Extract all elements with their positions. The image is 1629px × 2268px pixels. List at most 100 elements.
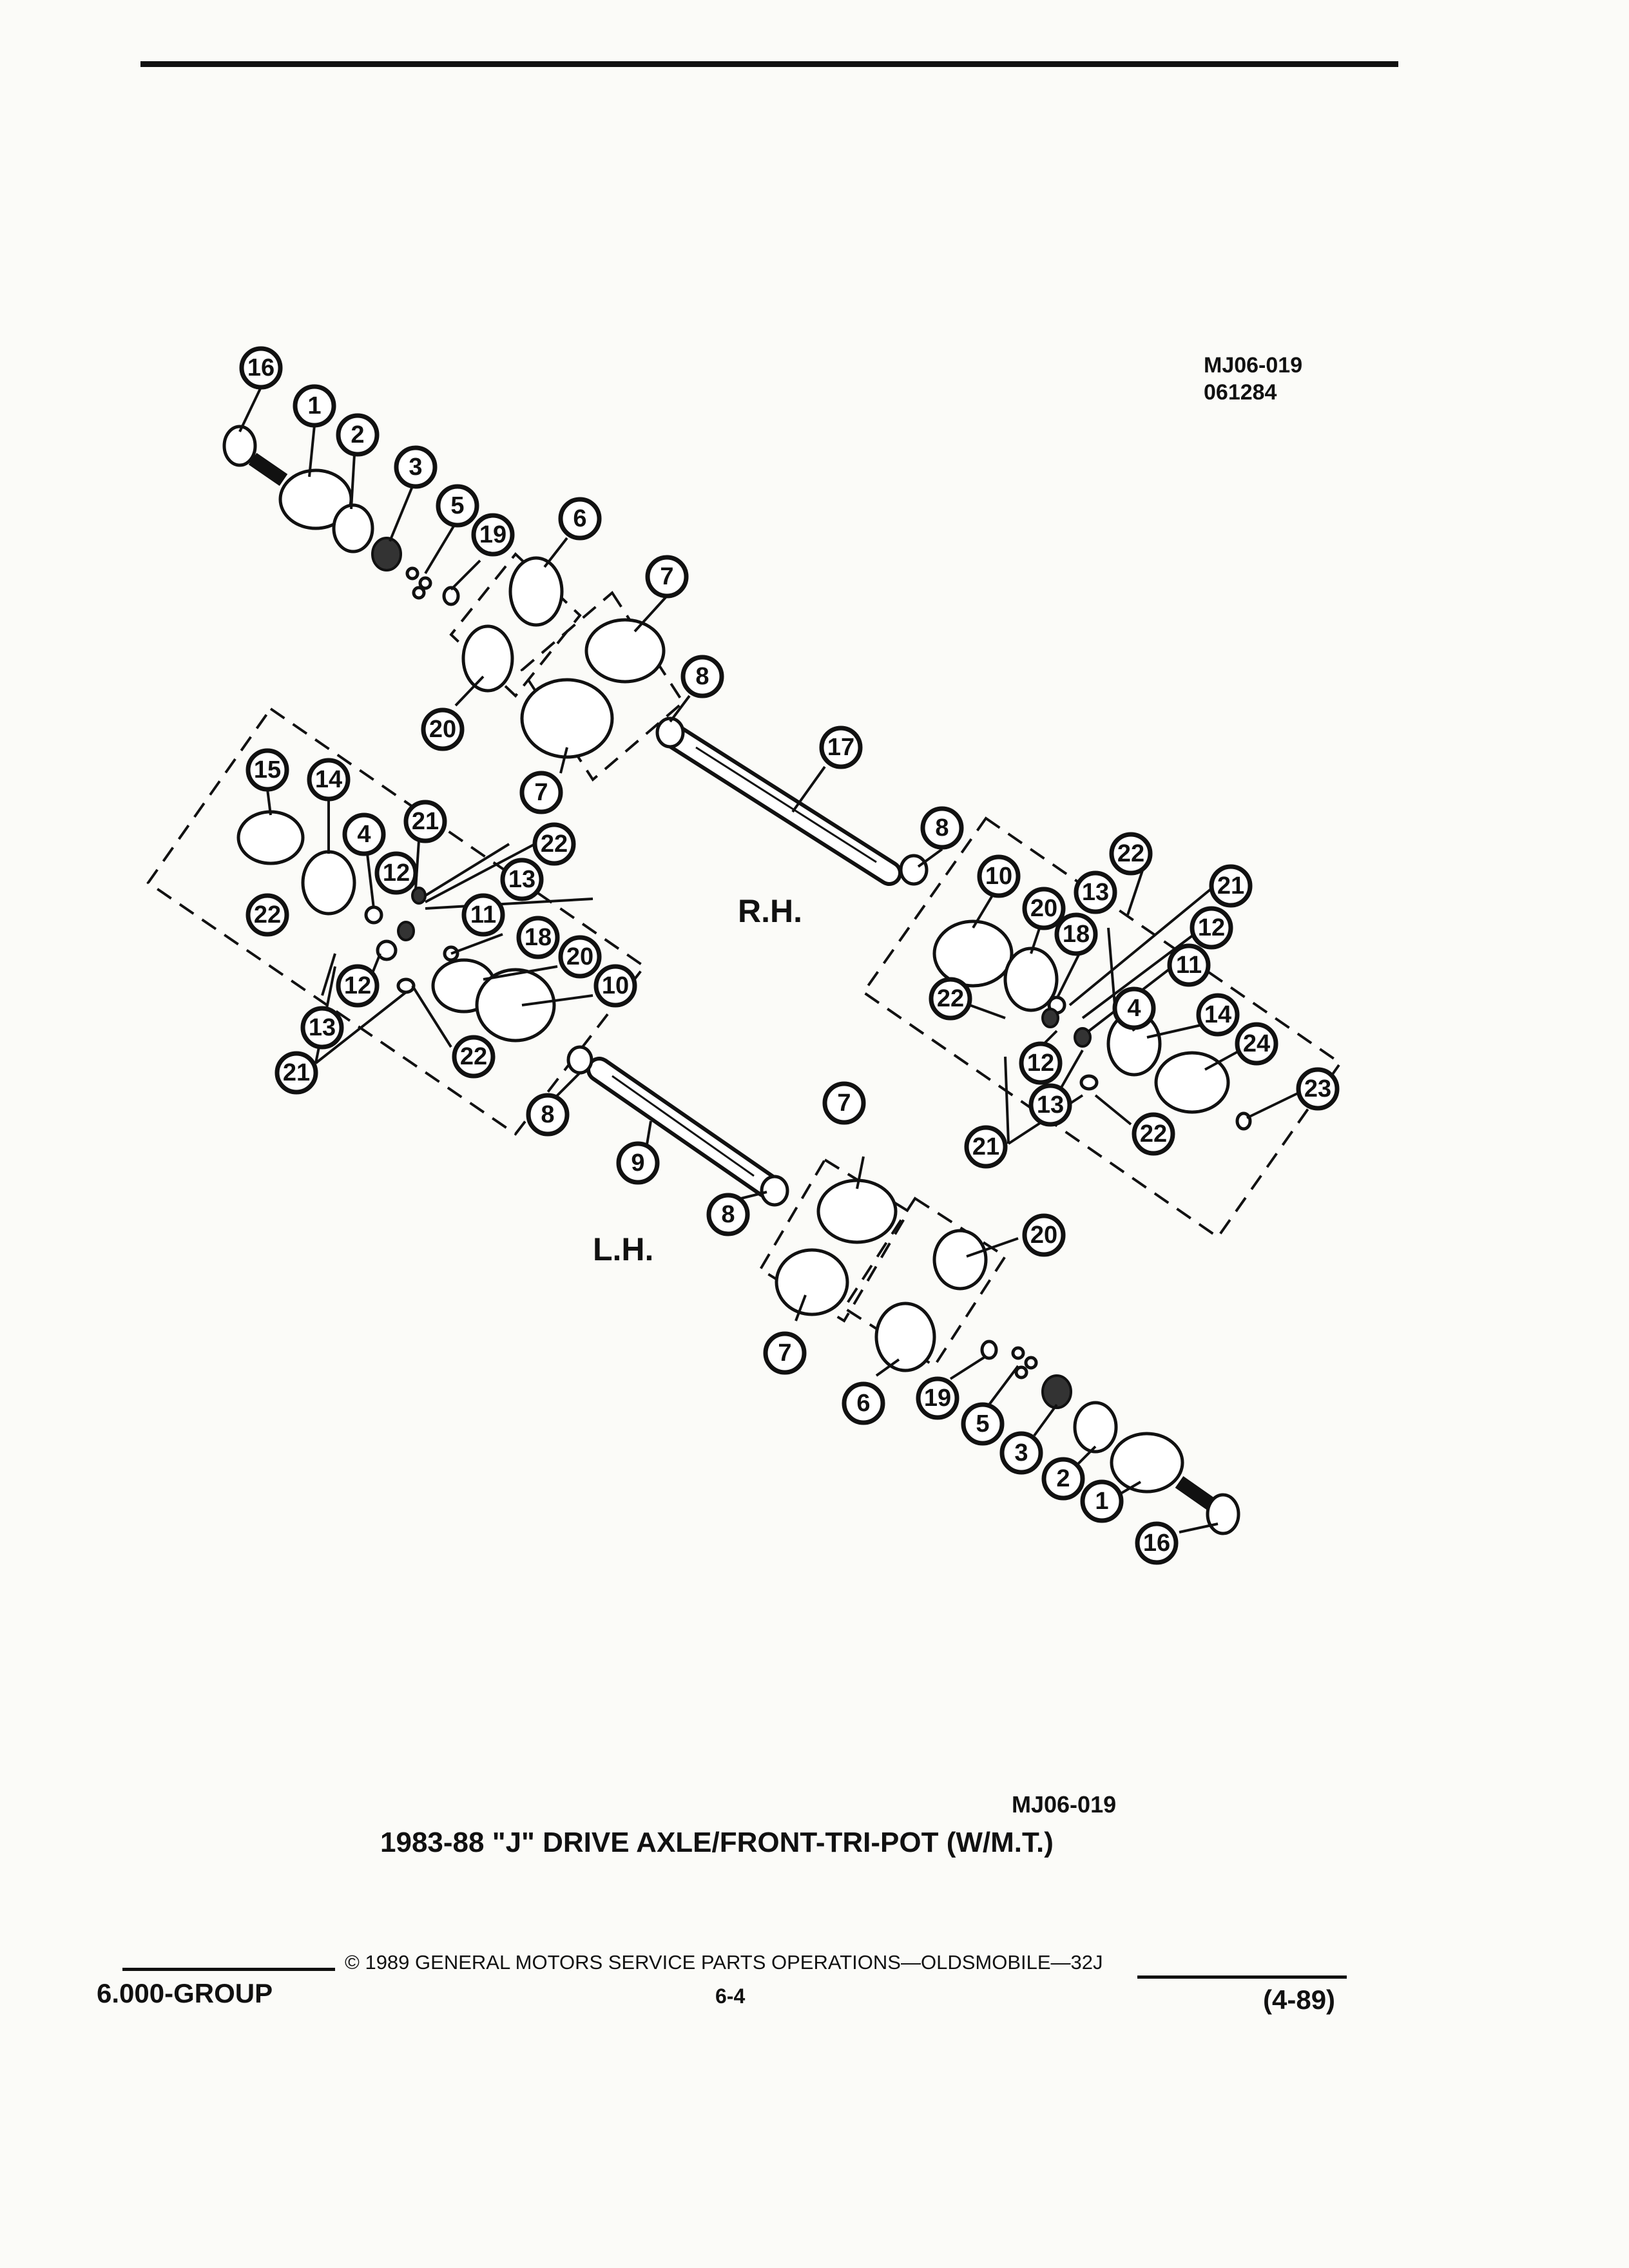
callout-20: 20 (558, 935, 602, 979)
svg-text:4: 4 (357, 821, 371, 848)
callout-9: 9 (616, 1141, 660, 1185)
svg-text:8: 8 (935, 814, 949, 841)
callout-6: 6 (842, 1381, 885, 1425)
svg-text:22: 22 (1117, 840, 1144, 867)
svg-text:21: 21 (972, 1133, 999, 1160)
callout-13: 13 (1028, 1083, 1072, 1127)
rh-axle-shaft (664, 725, 902, 886)
callout-12: 12 (1019, 1041, 1063, 1085)
callout-19: 19 (471, 513, 515, 557)
svg-text:22: 22 (541, 831, 568, 858)
callout-8: 8 (680, 655, 724, 698)
svg-text:7: 7 (534, 779, 548, 806)
callout-12: 12 (374, 851, 418, 895)
callout-6: 6 (558, 497, 602, 541)
svg-text:8: 8 (541, 1101, 554, 1128)
callout-23: 23 (1296, 1067, 1340, 1111)
svg-text:11: 11 (1176, 952, 1202, 979)
svg-text:22: 22 (254, 901, 281, 928)
svg-text:21: 21 (412, 808, 439, 835)
callout-20: 20 (421, 707, 465, 751)
figure-date-code: 061284 (1204, 380, 1277, 405)
svg-text:23: 23 (1304, 1075, 1331, 1102)
svg-text:15: 15 (254, 756, 281, 783)
callout-17: 17 (819, 726, 863, 769)
callout-22: 22 (246, 893, 289, 937)
svg-text:24: 24 (1243, 1030, 1270, 1057)
callout-22: 22 (1132, 1112, 1175, 1156)
callout-13: 13 (300, 1006, 344, 1050)
callout-12: 12 (1190, 906, 1233, 950)
footer-rule-right (1137, 1975, 1347, 1979)
svg-text:14: 14 (1204, 1001, 1231, 1028)
callout-21: 21 (403, 800, 447, 843)
svg-text:8: 8 (721, 1201, 735, 1228)
svg-text:20: 20 (566, 943, 593, 970)
svg-text:13: 13 (1082, 879, 1109, 906)
svg-text:10: 10 (985, 863, 1012, 890)
svg-text:13: 13 (508, 866, 535, 893)
callout-10: 10 (593, 964, 637, 1008)
svg-text:18: 18 (1063, 921, 1090, 948)
callout-3: 3 (394, 445, 438, 489)
callout-5: 5 (961, 1402, 1005, 1446)
lh-boot-kit-box-2 (842, 1196, 1007, 1368)
callout-5: 5 (436, 484, 479, 528)
callout-24: 24 (1235, 1022, 1278, 1066)
callout-4: 4 (342, 812, 386, 856)
svg-text:10: 10 (602, 972, 629, 999)
svg-text:22: 22 (937, 985, 964, 1012)
svg-text:7: 7 (778, 1340, 791, 1367)
svg-text:22: 22 (1140, 1120, 1167, 1148)
rh-inner-joint-kit-box (862, 816, 1342, 1239)
callout-7: 7 (645, 555, 689, 599)
svg-text:17: 17 (827, 734, 854, 761)
callout-14: 14 (307, 758, 351, 802)
callout-13: 13 (500, 858, 544, 901)
callout-22: 22 (1109, 832, 1153, 876)
callout-7: 7 (822, 1081, 866, 1125)
footer-copyright: © 1989 GENERAL MOTORS SERVICE PARTS OPER… (345, 1951, 1103, 1974)
svg-text:13: 13 (1037, 1091, 1064, 1119)
callout-7: 7 (763, 1331, 807, 1375)
callout-12: 12 (336, 964, 380, 1008)
callout-3: 3 (999, 1431, 1043, 1475)
callout-10: 10 (977, 854, 1021, 898)
callout-22: 22 (452, 1035, 496, 1079)
svg-text:6: 6 (856, 1390, 870, 1417)
svg-text:2: 2 (1056, 1465, 1070, 1492)
label-rh: R.H. (738, 893, 802, 929)
callout-11: 11 (461, 893, 505, 937)
svg-text:19: 19 (479, 521, 506, 548)
svg-text:12: 12 (344, 972, 371, 999)
footer-group: 6.000-GROUP (97, 1978, 273, 2008)
svg-text:8: 8 (695, 663, 709, 690)
lh-outer-joint-parts (760, 1175, 1240, 1535)
callout-1: 1 (293, 384, 336, 428)
callout-2: 2 (336, 413, 380, 457)
callout-7: 7 (519, 771, 563, 814)
callout-22: 22 (532, 822, 576, 866)
footer-revision: (4-89) (1263, 1984, 1336, 2015)
svg-text:19: 19 (924, 1385, 951, 1412)
callout-18: 18 (516, 916, 560, 959)
lh-axle-shaft (586, 1057, 780, 1198)
label-lh: L.H. (593, 1231, 654, 1267)
svg-text:9: 9 (631, 1149, 644, 1177)
svg-text:20: 20 (1030, 895, 1057, 922)
callout-15: 15 (246, 748, 289, 792)
top-rule (140, 61, 1398, 67)
svg-text:4: 4 (1127, 995, 1141, 1022)
svg-text:21: 21 (283, 1059, 310, 1086)
rh-outer-joint-parts (222, 425, 685, 759)
callout-16: 16 (239, 346, 283, 390)
callout-13: 13 (1074, 870, 1117, 914)
callout-8: 8 (920, 806, 964, 850)
svg-text:2: 2 (351, 421, 364, 448)
callout-21: 21 (1209, 864, 1253, 908)
footer-page-number: 6-4 (715, 1984, 746, 2008)
callout-22: 22 (929, 977, 972, 1021)
callout-20: 20 (1022, 1213, 1066, 1257)
figure-code-bottom: MJ06-019 (1012, 1791, 1117, 1818)
svg-text:22: 22 (460, 1043, 487, 1070)
